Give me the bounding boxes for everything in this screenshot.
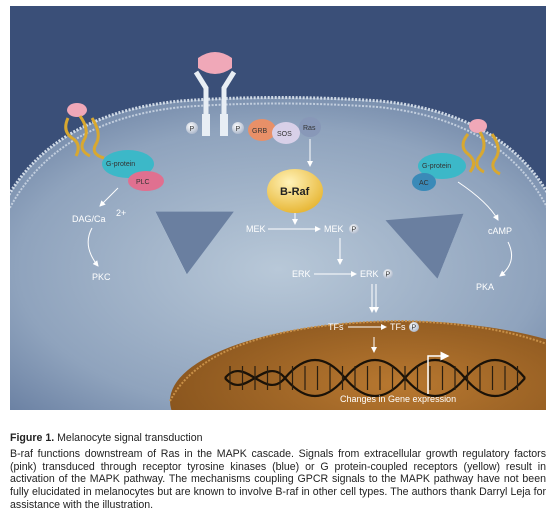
ras-protein	[299, 117, 321, 137]
mek-p-label: MEK	[324, 224, 344, 234]
erk-p-badge: P	[386, 272, 391, 279]
grb-label: GRB	[252, 128, 268, 135]
cell-membrane	[10, 96, 546, 196]
braf-protein	[267, 169, 323, 213]
gpcr-left	[64, 103, 105, 160]
camp-label: cAMP	[488, 226, 512, 236]
receptor-tyrosine-kinase	[193, 52, 237, 136]
phospho-left	[186, 122, 198, 134]
dna-rungs	[229, 366, 519, 390]
grb-protein	[248, 119, 276, 141]
ligand-right	[469, 119, 487, 133]
growth-factor-ligand	[198, 52, 232, 74]
caption-title: Figure 1. Melanocyte signal transduction	[10, 432, 546, 445]
sos-label: SOS	[277, 131, 292, 138]
figure-caption: Figure 1. Melanocyte signal transduction…	[10, 432, 546, 512]
p-right-label: P	[236, 126, 241, 133]
sos-protein	[272, 122, 300, 144]
pkc-label: PKC	[92, 272, 111, 282]
mek-p-badge: P	[352, 227, 357, 234]
ac-label: AC	[419, 180, 429, 187]
gprotein-right	[418, 153, 466, 179]
nucleus-edge	[169, 319, 546, 402]
gene-expression-label: Changes in Gene expression	[340, 394, 456, 404]
mek-label: MEK	[246, 224, 266, 234]
erk-p-label: ERK	[360, 269, 379, 279]
pka-label: PKA	[476, 282, 494, 292]
transcription-start-arrow	[427, 351, 450, 394]
tfs-phospho	[409, 322, 419, 332]
tfs-p-badge: P	[412, 325, 417, 332]
erk-phospho	[383, 269, 393, 279]
dag-label: DAG/Ca	[72, 214, 106, 224]
ligand-left	[67, 103, 87, 117]
plc-label: PLC	[136, 179, 150, 186]
gprotein-left-label: G-protein	[106, 161, 135, 168]
figure-label: Figure 1.	[10, 432, 55, 444]
gprotein-right-label: G-protein	[422, 163, 451, 170]
plc-protein	[128, 171, 164, 191]
tfs-label: TFs	[328, 322, 344, 332]
caption-text: B-raf functions downstream of Ras in the…	[10, 447, 546, 511]
ras-label: Ras	[303, 125, 316, 132]
erk-label: ERK	[292, 269, 311, 279]
curved-arrow-right	[385, 213, 464, 279]
mek-phospho	[349, 224, 359, 234]
tfs-p-label: TFs	[390, 322, 406, 332]
p-left-label: P	[190, 126, 195, 133]
dag-superscript: 2+	[116, 208, 126, 218]
phospho-right	[232, 122, 244, 134]
braf-label: B-Raf	[280, 186, 310, 198]
figure-title: Melanocyte signal transduction	[57, 432, 203, 444]
ac-protein	[412, 173, 436, 191]
signal-transduction-diagram: P P GRB SOS Ras B-Raf MEK MEK P ERK ERK …	[10, 6, 546, 410]
cell-membrane-inner	[10, 102, 546, 210]
dna-helix	[224, 358, 526, 398]
gprotein-left	[102, 150, 154, 178]
curved-arrow-left	[155, 211, 234, 275]
gpcr-right	[461, 119, 501, 176]
